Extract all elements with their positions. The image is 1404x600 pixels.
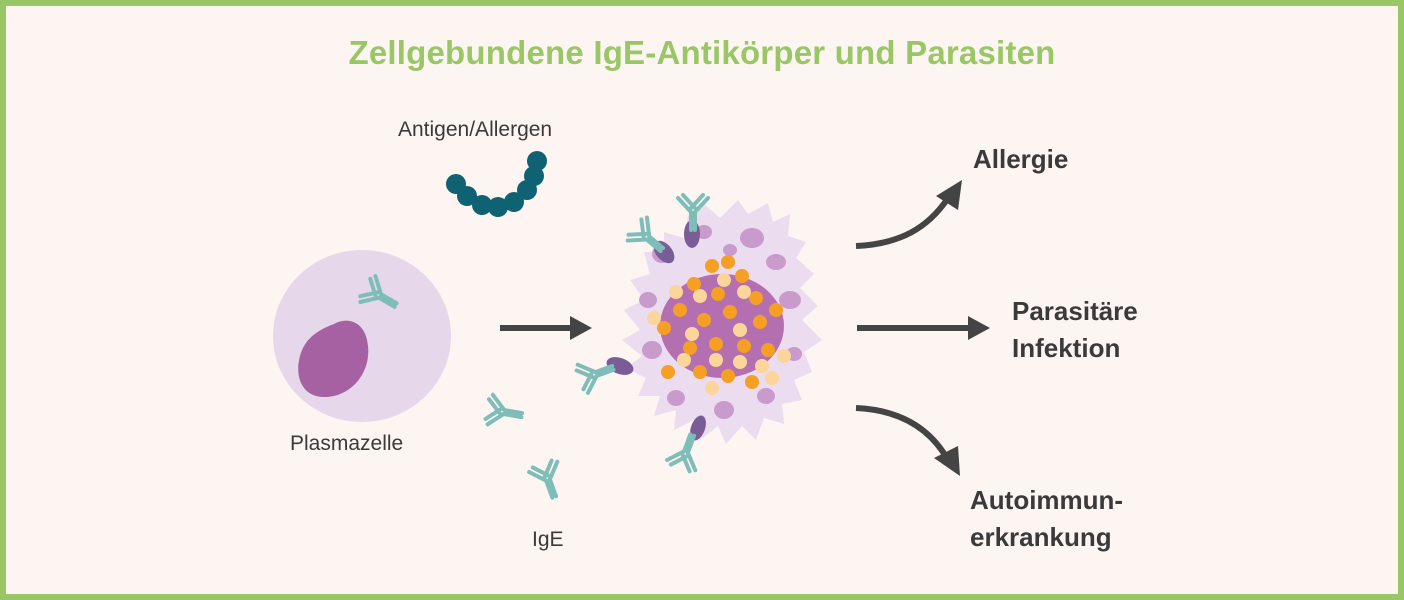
outcome-autoimmune-line1: Autoimmun- bbox=[970, 485, 1124, 515]
ige-antibody-1 bbox=[482, 392, 527, 432]
outcome-autoimmune: Autoimmun- erkrankung bbox=[970, 482, 1123, 556]
ige-label: IgE bbox=[532, 528, 564, 551]
diagram-title: Zellgebundene IgE-Antikörper und Parasit… bbox=[348, 34, 1056, 71]
outcome-autoimmune-line2: erkrankung bbox=[970, 522, 1112, 552]
outcome-parasite: Parasitäre Infektion bbox=[1012, 293, 1138, 367]
plasma-cell bbox=[273, 250, 451, 422]
arrow-to-mast-cell bbox=[500, 316, 592, 340]
plasma-cell-label: Plasmazelle bbox=[290, 432, 404, 455]
arrow-allergy bbox=[855, 180, 962, 249]
outcome-allergy: Allergie bbox=[973, 144, 1069, 174]
outcome-parasite-line1: Parasitäre bbox=[1012, 296, 1138, 326]
ige-antibody-2 bbox=[526, 456, 571, 505]
ige-antibodies bbox=[482, 392, 571, 505]
arrow-parasite bbox=[857, 316, 990, 340]
arrow-autoimmune bbox=[855, 405, 960, 476]
antigen-label: Antigen/Allergen bbox=[398, 118, 553, 141]
mast-cell bbox=[572, 193, 822, 476]
antigen-chain bbox=[446, 151, 547, 217]
outcome-parasite-line2: Infektion bbox=[1012, 333, 1121, 363]
